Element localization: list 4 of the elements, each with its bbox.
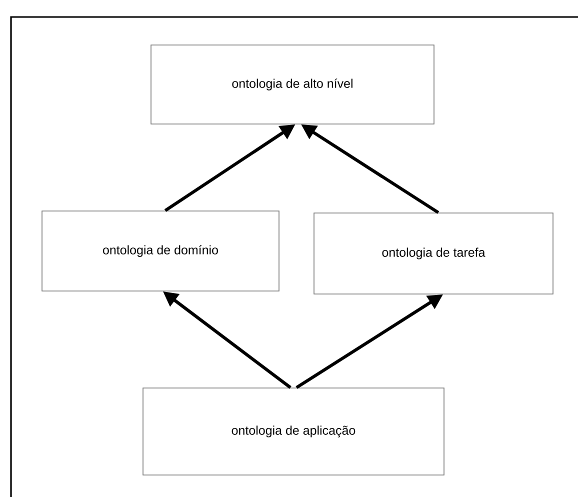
ontology-box: ontologia de tarefa — [314, 212, 554, 294]
ontology-box: ontologia de aplicação — [142, 388, 444, 476]
ontology-box: ontologia de alto nível — [150, 44, 434, 124]
ontology-box: ontologia de domínio — [42, 210, 280, 292]
